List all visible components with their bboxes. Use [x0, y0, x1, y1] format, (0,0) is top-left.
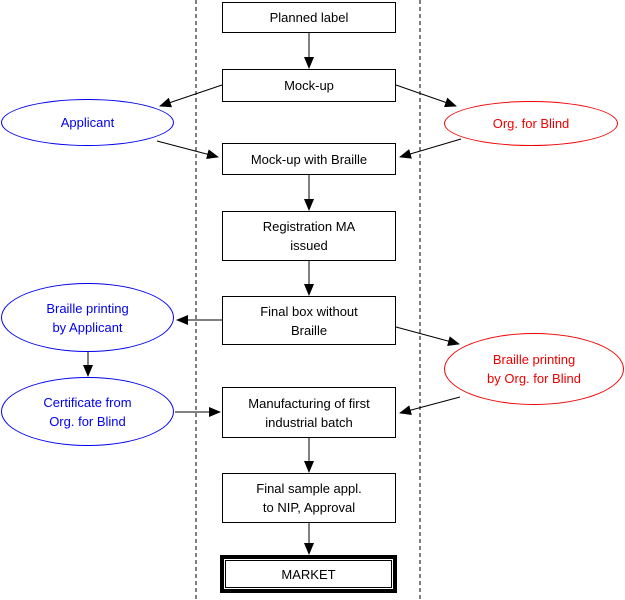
node-market: MARKET [220, 555, 397, 593]
node-org-for-blind-text: Org. for Blind [492, 116, 570, 131]
node-certificate-from-org-for-blind-ellipse: Certificate from Org. for Blind [1, 377, 174, 446]
node-mock-up-with-braille-text: Mock-up with Braille [250, 151, 368, 167]
node-org-for-blind-ellipse: Org. for Blind [444, 101, 618, 146]
node-applicant-text: Applicant [60, 115, 115, 130]
node-braille-printing-by-org-for-blind-ellipse: Braille printing by Org. for Blind [444, 333, 624, 405]
edge-mock-up-to-applicant [159, 84, 223, 108]
node-braille-printing-by-applicant-text: Braille printing by Applicant [46, 300, 129, 335]
edge-org-for-blind-to-mock-up-with-braille [399, 138, 462, 159]
edge-applicant-to-mock-up-with-braille [156, 140, 219, 160]
node-certificate-from-org-for-blind-text: Certificate from Org. for Blind [43, 394, 132, 429]
node-final-box-without-braille-text: Final box without Braille [260, 303, 358, 338]
node-registration-ma-issued: Registration MA issued [222, 211, 396, 261]
node-manufacturing-first-batch-text: Manufacturing of first industrial batch [248, 395, 370, 430]
edge-final-box-to-braille-printing-org [395, 326, 460, 346]
node-registration-ma-issued-text: Registration MA issued [262, 219, 356, 253]
edge-mock-up-to-org-for-blind [395, 84, 457, 108]
node-planned-label: Planned label [222, 2, 396, 33]
node-braille-printing-by-org-for-blind-text: Braille printing by Org. for Blind [487, 352, 581, 386]
node-final-sample-approval-text: Final sample appl. to NIP, Approval [256, 481, 362, 515]
node-planned-label-text: Planned label [269, 10, 349, 25]
node-applicant-ellipse: Applicant [1, 99, 174, 146]
node-mock-up: Mock-up [222, 69, 396, 102]
node-braille-printing-by-applicant-ellipse: Braille printing by Applicant [1, 283, 174, 352]
node-final-box-without-braille: Final box without Braille [222, 296, 396, 345]
node-mock-up-text: Mock-up [284, 78, 334, 93]
node-market-inner-frame: MARKET [225, 560, 392, 588]
node-manufacturing-first-batch: Manufacturing of first industrial batch [222, 387, 396, 438]
node-market-text: MARKET [281, 566, 336, 582]
node-mock-up-with-braille: Mock-up with Braille [222, 143, 396, 175]
node-final-sample-approval: Final sample appl. to NIP, Approval [222, 473, 396, 523]
edge-braille-printing-org-to-manufacturing [399, 396, 461, 415]
